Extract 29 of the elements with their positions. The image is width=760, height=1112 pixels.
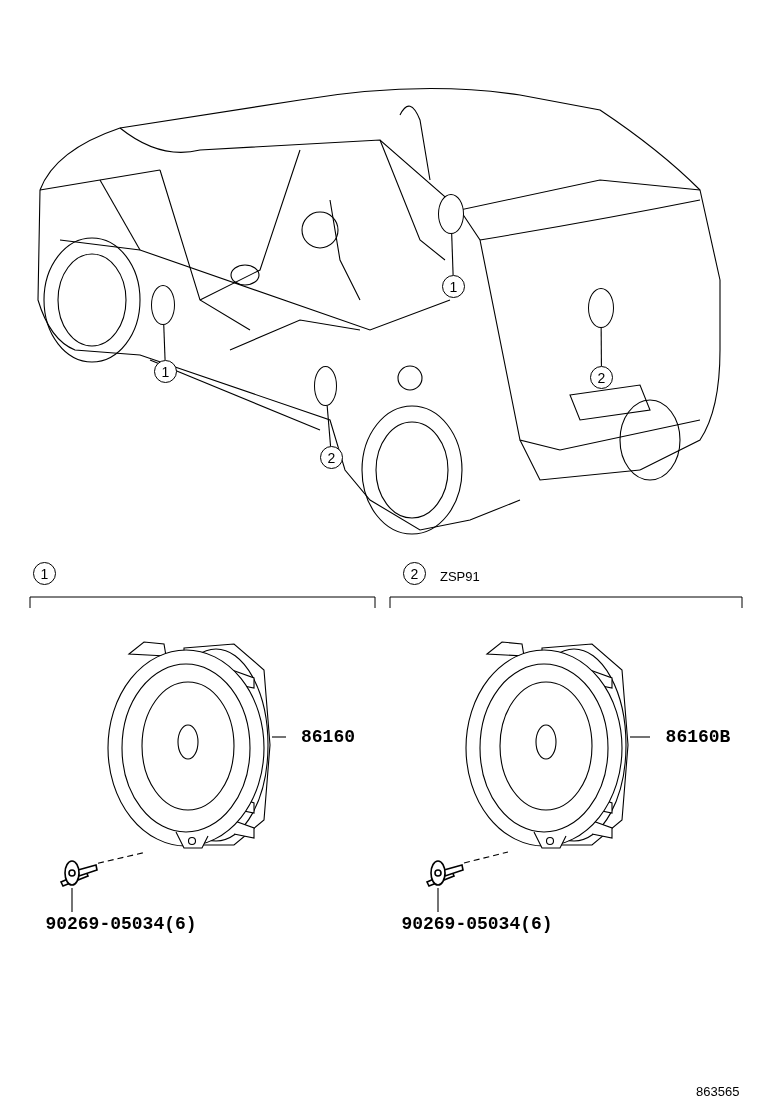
callout-number: 1 <box>33 562 56 585</box>
speaker-drawing <box>104 640 272 852</box>
speaker-drawing <box>462 640 630 852</box>
part-number: 86160B <box>650 725 746 749</box>
callout-number: 2 <box>590 366 613 389</box>
callout-number: 2 <box>320 446 343 469</box>
callout-number: 2 <box>403 562 426 585</box>
leader-line <box>326 405 332 447</box>
part-number: 86160 <box>286 725 370 749</box>
callout-number: 1 <box>442 275 465 298</box>
leader-line <box>163 324 166 361</box>
speaker-location-oval <box>588 288 614 328</box>
figure-number: 863565 <box>696 1084 740 1099</box>
leader-line <box>600 327 602 367</box>
bolt-drawing <box>60 858 98 888</box>
speaker-location-oval <box>151 285 175 325</box>
leader-line <box>451 233 454 276</box>
leader-line <box>271 736 287 738</box>
dashed-line <box>463 851 509 864</box>
callout-number: 1 <box>154 360 177 383</box>
speaker-location-oval <box>314 366 337 406</box>
speaker-location-oval <box>438 194 464 234</box>
bolt-drawing <box>426 858 464 888</box>
leader-line <box>437 887 439 913</box>
part-number: 90269-05034(6) <box>398 912 556 936</box>
part-number: 90269-05034(6) <box>42 912 200 936</box>
model-code: ZSP91 <box>440 569 480 584</box>
leader-line <box>629 736 651 738</box>
leader-line <box>71 887 73 913</box>
